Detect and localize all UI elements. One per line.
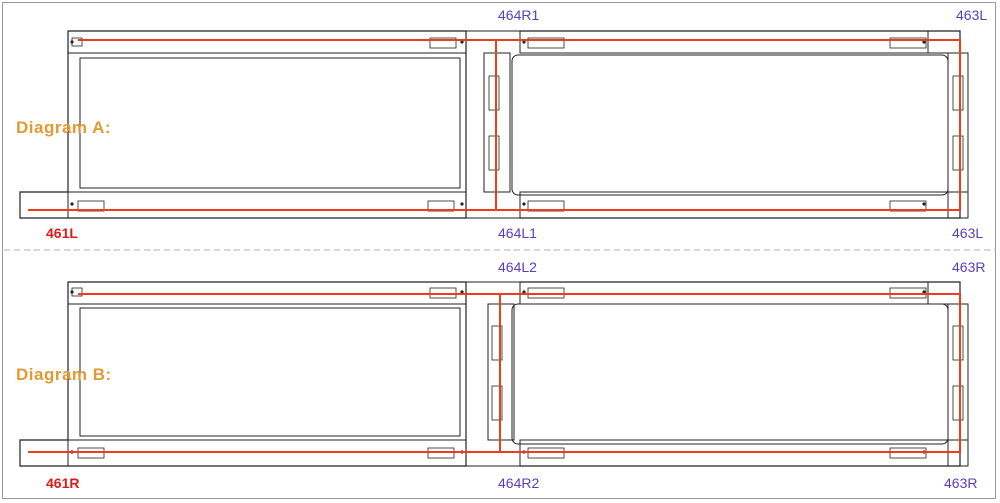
diagram-a-layout <box>19 30 969 219</box>
diagram-b-module-464-top: 464L2 <box>498 259 537 275</box>
diagram-b-module-463-top: 463R <box>952 259 986 275</box>
diagram-b-module-464-bottom: 464R2 <box>498 475 540 491</box>
diagram-b-layout <box>19 281 969 467</box>
diagram-b-start-label: 461R <box>46 475 80 491</box>
diagram-a-start-label: 461L <box>46 225 78 241</box>
diagram-a-module-464-bottom: 464L1 <box>498 225 537 241</box>
diagram-b-title: Diagram B: <box>16 365 112 384</box>
diagram-a-module-463-bottom: 463L <box>952 225 984 241</box>
diagram-a-title: Diagram A: <box>16 118 112 137</box>
diagram-b-module-463-bottom: 463R <box>944 475 978 491</box>
diagram-a-module-463-top: 463L <box>956 7 988 23</box>
diagram-a-module-464-top: 464R1 <box>498 7 540 23</box>
